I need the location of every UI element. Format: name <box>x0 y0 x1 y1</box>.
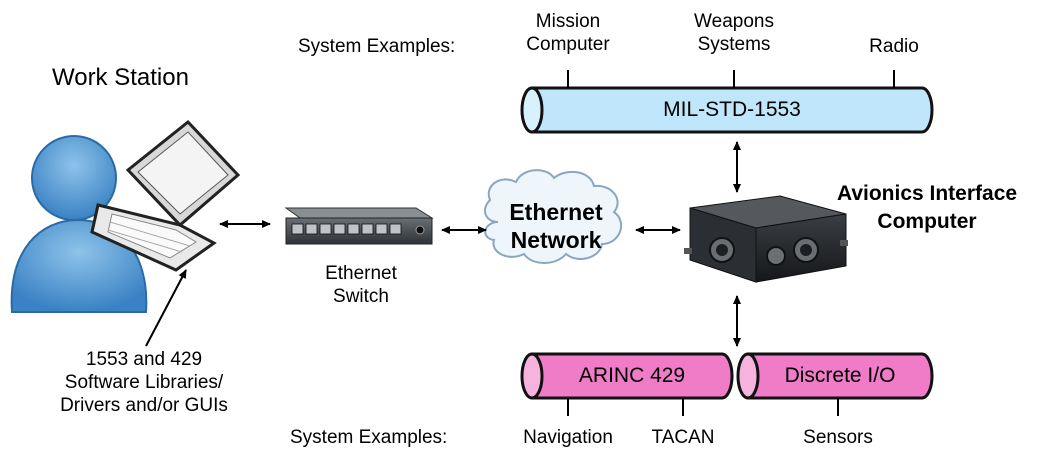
computer-label-line1: Avionics Interface <box>836 182 1018 205</box>
device-weapons-systems-line1: Weapons <box>694 11 774 32</box>
switch-label-line1: Ethernet <box>325 263 397 284</box>
ethernet-switch-icon <box>284 207 434 245</box>
workstation-title: Work Station <box>52 64 189 91</box>
device-weapons-systems-line2: Systems <box>697 34 771 55</box>
avionics-computer-icon <box>684 195 848 283</box>
device-mission-computer-line1: Mission <box>535 11 601 32</box>
discrete-io-label: Discrete I/O <box>784 364 896 387</box>
top-examples-label: System Examples: <box>298 36 456 57</box>
arrow-software-to-laptop <box>145 269 187 347</box>
computer-label: Avionics Interface Computer <box>806 180 1048 236</box>
cloud-icon <box>483 169 623 264</box>
arinc-429-bus <box>520 352 734 400</box>
device-radio: Radio <box>869 36 919 57</box>
device-navigation: Navigation <box>523 427 613 448</box>
switch-label-line2: Switch <box>333 286 389 307</box>
network-label: Ethernet Network <box>496 198 616 254</box>
user-icon <box>10 135 148 313</box>
device-mission-computer: Mission Computer <box>508 10 628 56</box>
computer-label-line2: Computer <box>877 210 977 233</box>
software-note-line3: Drivers and/or GUIs <box>60 395 228 416</box>
laptop-icon <box>90 119 241 272</box>
device-weapons-systems: Weapons Systems <box>674 10 794 56</box>
software-note: 1553 and 429 Software Libraries/ Drivers… <box>36 348 252 417</box>
device-mission-computer-line2: Computer <box>526 34 610 55</box>
mil-std-1553-bus <box>520 86 934 134</box>
discrete-io-bus <box>736 352 934 400</box>
switch-label: Ethernet Switch <box>306 262 416 308</box>
device-tacan: TACAN <box>651 427 715 448</box>
network-label-line1: Ethernet <box>509 199 603 225</box>
arinc-429-label: ARINC 429 <box>578 364 686 387</box>
network-label-line2: Network <box>510 227 602 253</box>
bottom-examples-label: System Examples: <box>290 427 448 448</box>
mil-std-1553-label: MIL-STD-1553 <box>663 98 801 121</box>
software-note-line2: Software Libraries/ <box>64 372 224 393</box>
device-sensors: Sensors <box>803 427 873 448</box>
software-note-line1: 1553 and 429 <box>85 349 203 370</box>
